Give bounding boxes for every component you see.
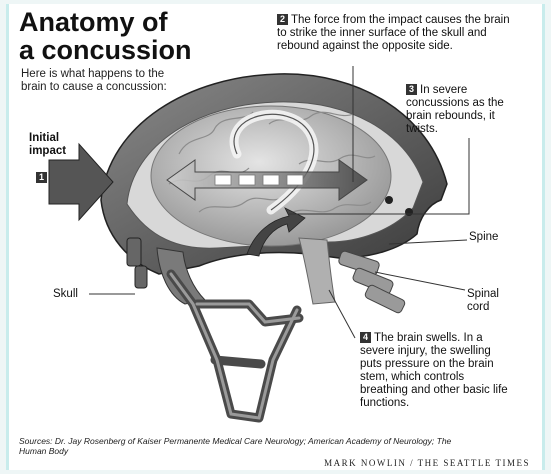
infographic: Anatomy of a concussion Here is what hap… <box>6 4 545 470</box>
step-4-badge: 4 <box>360 332 371 343</box>
step-4-callout: 4The brain swells. In a severe injury, t… <box>360 332 510 410</box>
step-3-callout: 3In severe concussions as the brain rebo… <box>406 84 516 136</box>
step-3-badge: 3 <box>406 84 417 95</box>
initial-impact-label: Initial impact <box>29 132 89 158</box>
step-4-text: The brain swells. In a severe injury, th… <box>360 332 508 409</box>
step-2-text: The force from the impact causes the bra… <box>277 14 510 52</box>
spinal-cord-label: Spinal cord <box>467 288 507 314</box>
intro-text: Here is what happens to the brain to cau… <box>21 68 191 94</box>
spine-label: Spine <box>469 231 498 244</box>
page-title: Anatomy of a concussion <box>19 8 192 64</box>
sources-note: Sources: Dr. Jay Rosenberg of Kaiser Per… <box>19 436 459 456</box>
spine <box>338 250 406 314</box>
step-2-badge: 2 <box>277 14 288 25</box>
step-1-badge: 1 <box>36 172 47 183</box>
step-3-text: In severe concussions as the brain rebou… <box>406 84 504 135</box>
skull-label: Skull <box>53 288 78 301</box>
credit-line: MARK NOWLIN / THE SEATTLE TIMES <box>324 458 530 468</box>
step-2-callout: 2The force from the impact causes the br… <box>277 14 517 53</box>
